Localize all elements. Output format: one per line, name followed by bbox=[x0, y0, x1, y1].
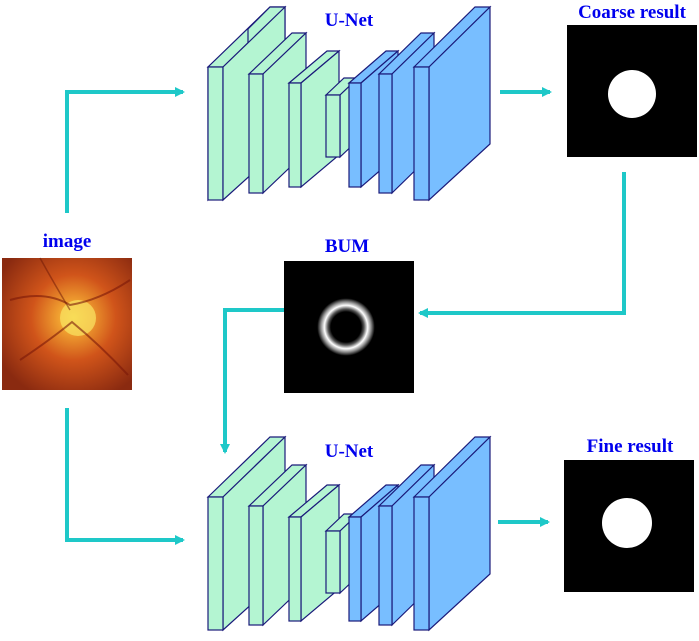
fundus-image bbox=[2, 257, 132, 390]
decoder-block bbox=[412, 435, 492, 632]
unet-top bbox=[206, 5, 492, 202]
label-unet-bottom: U-Net bbox=[325, 441, 374, 462]
arrow-coarse-to-bum bbox=[418, 172, 626, 318]
fine-result-image bbox=[564, 460, 694, 592]
arrows bbox=[65, 87, 626, 545]
label-coarse-result: Coarse result bbox=[578, 2, 686, 23]
label-unet-top: U-Net bbox=[325, 10, 374, 31]
arrow-image-to-bottom-unet bbox=[65, 408, 185, 545]
arrow-bum-to-bottom-unet bbox=[220, 308, 284, 454]
label-image: image bbox=[43, 231, 92, 252]
bum-image bbox=[284, 261, 414, 393]
arrow-image-to-top-unet bbox=[65, 87, 185, 213]
label-fine-result: Fine result bbox=[587, 436, 674, 457]
decoder-block bbox=[412, 5, 492, 202]
unet-bottom bbox=[206, 435, 492, 632]
label-bum: BUM bbox=[325, 236, 369, 257]
coarse-result-image bbox=[567, 25, 697, 157]
